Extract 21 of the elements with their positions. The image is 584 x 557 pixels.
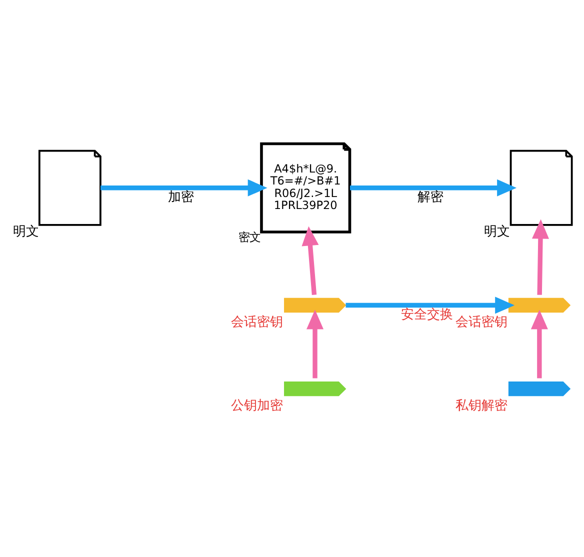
node-label: 公钥加密	[231, 398, 284, 414]
arrow	[100, 179, 268, 196]
edge-label: 加密	[168, 190, 194, 206]
node-label: 明文	[12, 224, 39, 240]
node-key	[284, 298, 346, 313]
edge-label: 解密	[417, 190, 444, 206]
arrow	[530, 310, 548, 378]
node-label: 会话密钥	[231, 315, 284, 330]
node-label: 密文	[238, 231, 261, 244]
node-key	[284, 381, 346, 396]
node-label: 明文	[484, 224, 510, 240]
edge-label: 安全交换	[401, 308, 454, 323]
node-label: 会话密钥	[456, 315, 508, 330]
arrow	[306, 310, 324, 378]
node-key	[508, 381, 571, 396]
node-label: 私钥解密	[456, 398, 508, 414]
arrow	[346, 296, 515, 314]
arrow	[532, 219, 550, 295]
arrow	[350, 179, 517, 196]
node-key	[508, 298, 571, 313]
arrow	[302, 226, 319, 296]
